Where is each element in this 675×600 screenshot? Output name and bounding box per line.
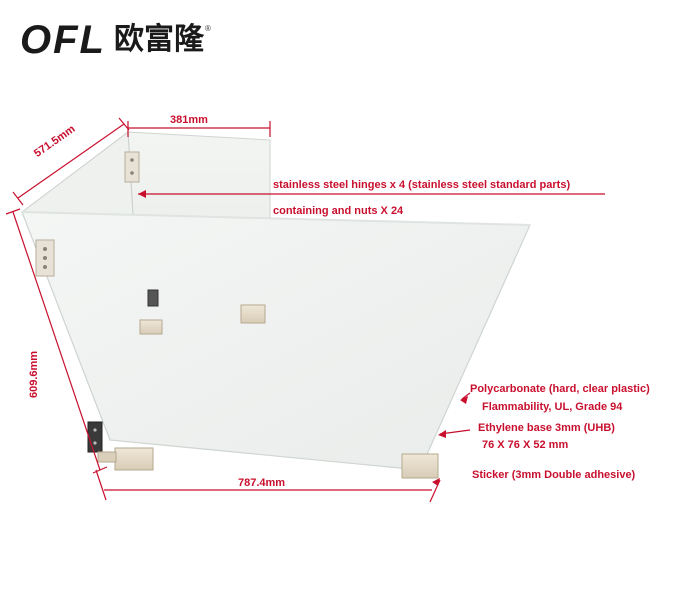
arrowhead-hinges xyxy=(138,190,146,198)
annotation-base: Ethylene base 3mm (UHB) xyxy=(478,422,615,434)
dimension-line-height xyxy=(12,211,101,471)
arrowhead-sticker xyxy=(432,478,440,486)
hinge-left xyxy=(35,239,55,277)
dimension-height: 609.6mm xyxy=(28,350,40,398)
annotation-nuts: containing and nuts X 24 xyxy=(273,205,404,217)
base-bracket-back-right xyxy=(240,304,266,324)
brand-logo-chinese: 欧富隆 xyxy=(113,22,204,57)
arrowhead-base xyxy=(438,430,446,438)
hinge-top xyxy=(124,151,140,183)
dimension-top-width: 381mm xyxy=(170,114,208,126)
base-bracket-front-right xyxy=(401,453,439,479)
annotation-hinges: stainless steel hinges x 4 (stainless st… xyxy=(273,179,571,191)
annotation-base-size: 76 X 76 X 52 mm xyxy=(482,439,569,451)
base-bracket-front-left xyxy=(97,447,154,471)
brand-logo-latin: OFL xyxy=(20,18,106,62)
hinge-lower xyxy=(87,421,103,453)
annotation-flammability: Flammability, UL, Grade 94 xyxy=(482,401,623,413)
base-bracket-back-left xyxy=(139,319,163,335)
brand-logo: OFL 欧富隆 ® xyxy=(20,20,211,60)
dimension-bottom-width: 787.4mm xyxy=(238,477,286,489)
annotation-polycarbonate: Polycarbonate (hard, clear plastic) xyxy=(470,383,650,395)
dimension-line-depth xyxy=(17,123,125,199)
hinge-back xyxy=(147,289,159,307)
registered-mark: ® xyxy=(204,24,211,33)
front-panel-edge xyxy=(21,211,531,226)
leader-polycarbonate xyxy=(461,392,471,400)
arrowhead-polycarbonate xyxy=(460,396,468,404)
annotation-sticker: Sticker (3mm Double adhesive) xyxy=(472,469,636,481)
